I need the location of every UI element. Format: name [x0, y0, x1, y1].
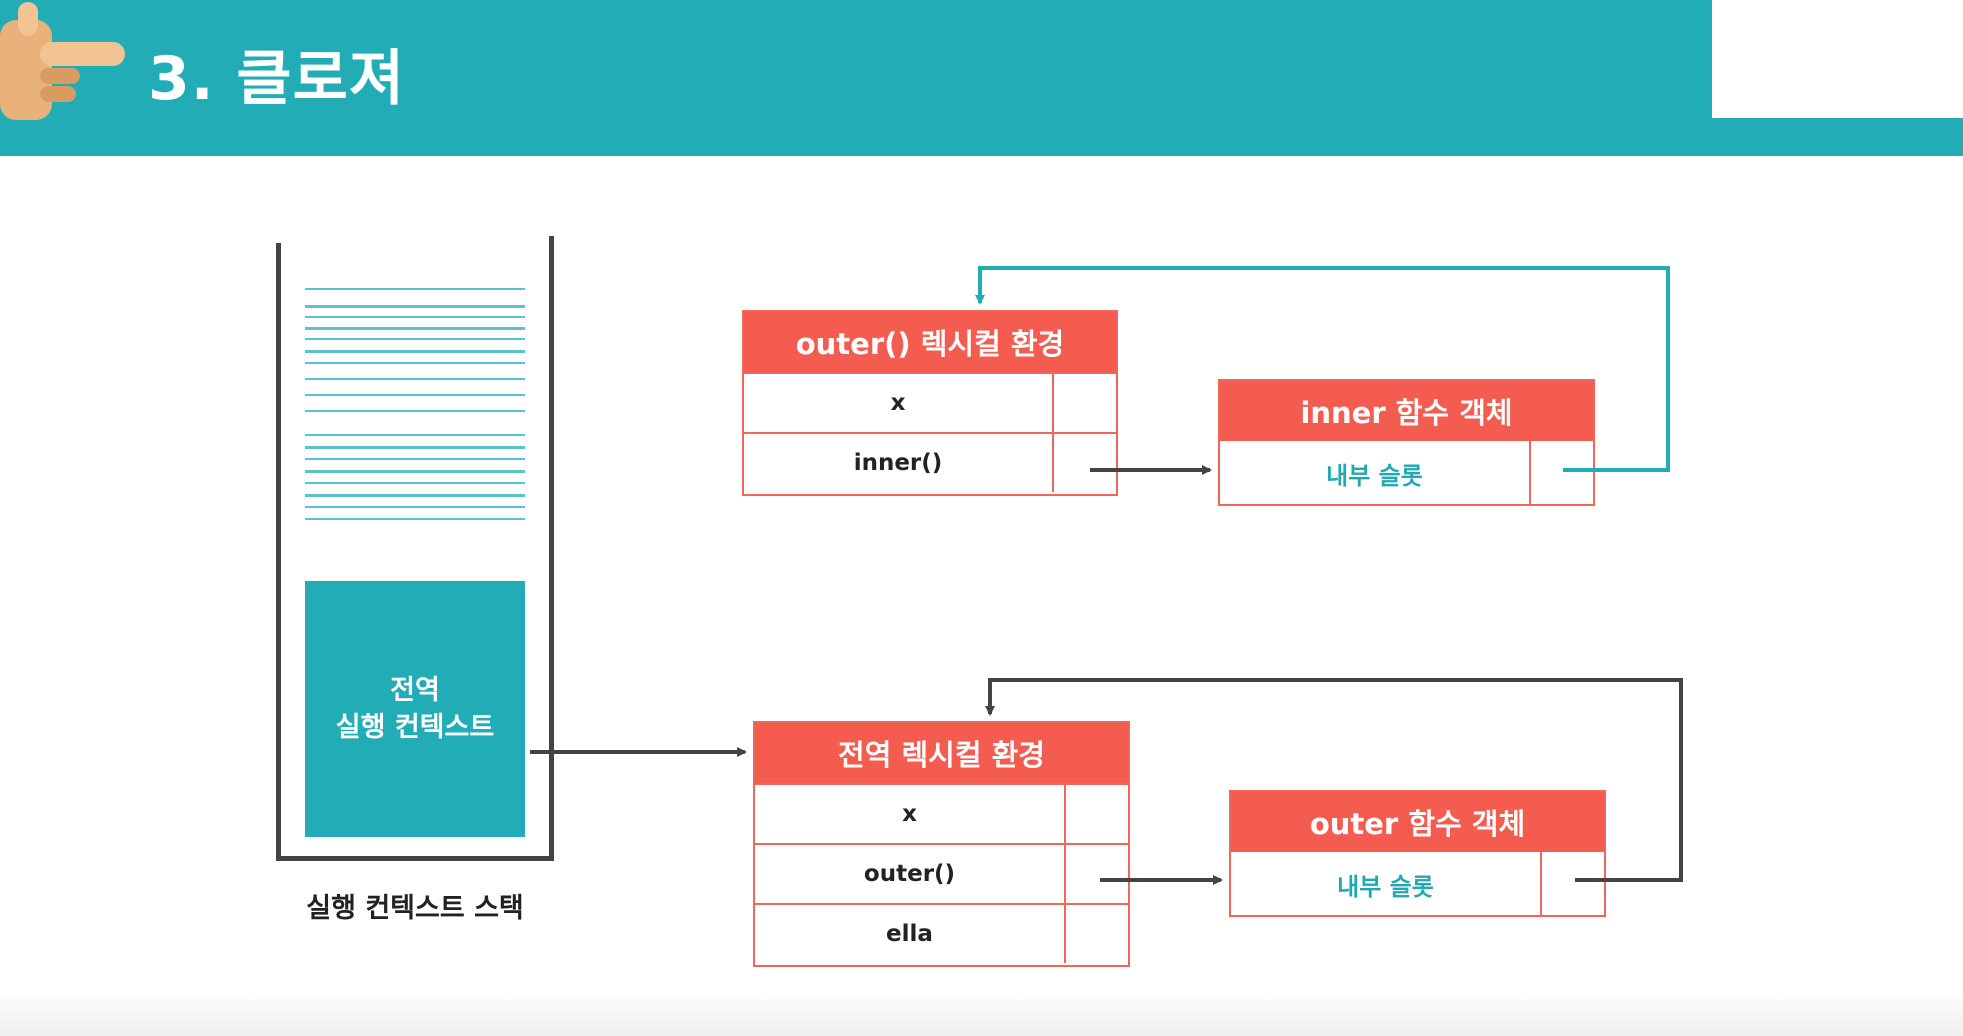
global-lexical-env-title: 전역 렉시컬 환경: [755, 723, 1128, 783]
stack-residual-line: [305, 394, 525, 396]
arrow-inner-slot-to-outer-env: [975, 266, 1670, 472]
global-lexical-env-row: outer(): [755, 843, 1128, 903]
inner-internal-slot: 내부 슬롯: [1220, 441, 1531, 505]
stack-residual-line: [305, 494, 525, 497]
stack-residual-line: [305, 362, 525, 364]
global-env-var-x: x: [755, 785, 1066, 843]
stack-residual-line: [305, 378, 525, 380]
global-env-var-outer: outer(): [755, 845, 1066, 903]
global-context-line-1: 전역: [390, 675, 440, 706]
stack-residual-line: [305, 288, 525, 290]
bottom-shade: [0, 990, 1963, 1036]
arrow-outer-slot-to-global-env: [985, 678, 1683, 882]
outer-lexical-env-title: outer() 렉시컬 환경: [744, 312, 1116, 372]
outer-env-var-x: x: [744, 374, 1054, 432]
stack-residual-line: [305, 350, 525, 353]
outer-lexical-environment: outer() 렉시컬 환경 x inner(): [742, 310, 1118, 496]
outer-function-slot-row: 내부 슬롯: [1231, 852, 1604, 916]
stack-caption: 실행 컨텍스트 스택: [306, 893, 524, 924]
outer-function-object: outer 함수 객체 내부 슬롯: [1229, 790, 1606, 917]
header-accent-strip: [1712, 118, 1963, 156]
stack-residual-line: [305, 482, 525, 484]
inner-function-object: inner 함수 객체 내부 슬롯: [1218, 379, 1595, 506]
global-context-line-2: 실행 컨텍스트: [335, 712, 495, 743]
stack-residual-line: [305, 518, 525, 520]
stack-residual-line: [305, 327, 525, 330]
global-execution-context: 전역 실행 컨텍스트: [305, 581, 525, 837]
stack-residual-line: [305, 305, 525, 308]
slide-title: 3. 클로져: [148, 44, 406, 114]
outer-env-var-inner: inner(): [744, 434, 1054, 492]
outer-lexical-env-row: inner(): [744, 432, 1116, 492]
stack-bottom-wall: [276, 856, 554, 861]
global-lexical-env-row: ella: [755, 903, 1128, 963]
stack-residual-line: [305, 470, 525, 473]
inner-function-slot-row: 내부 슬롯: [1220, 441, 1593, 505]
stack-residual-line: [305, 410, 525, 412]
stack-residual-line: [305, 506, 525, 508]
stack-residual-line: [305, 434, 525, 436]
global-lexical-env-row: x: [755, 783, 1128, 843]
stack-residual-line: [305, 458, 525, 460]
stack-left-wall: [276, 243, 281, 861]
outer-function-object-title: outer 함수 객체: [1231, 792, 1604, 852]
stack-residual-line: [305, 446, 525, 449]
global-env-var-ella: ella: [755, 905, 1066, 963]
outer-lexical-env-row: x: [744, 372, 1116, 432]
stack-right-wall: [549, 236, 554, 861]
stack-residual-line: [305, 316, 525, 318]
inner-function-object-title: inner 함수 객체: [1220, 381, 1593, 441]
global-lexical-environment: 전역 렉시컬 환경 x outer() ella: [753, 721, 1130, 967]
stack-residual-line: [305, 338, 525, 340]
outer-internal-slot: 내부 슬롯: [1231, 852, 1542, 916]
slide-header: [0, 0, 1712, 156]
pointing-hand-icon: [0, 2, 125, 120]
